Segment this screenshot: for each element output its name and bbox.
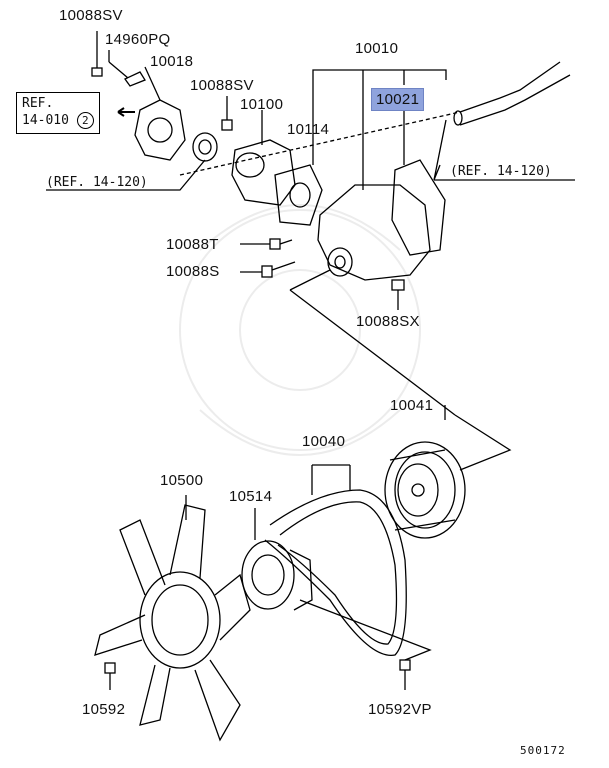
part-label-10500: 10500	[160, 472, 204, 489]
bolt-10592vp	[299, 599, 432, 690]
thermostat-housing-10018	[134, 66, 186, 161]
leader-ref-left	[46, 159, 206, 191]
clip-14960pq	[108, 50, 146, 87]
part-label-10088sv-top: 10088SV	[59, 7, 123, 24]
ref-label-left[interactable]: (REF. 14-120)	[46, 175, 148, 190]
arrow-left-icon	[117, 107, 135, 117]
part-label-10592vp: 10592VP	[368, 701, 432, 718]
leader-ref-right	[433, 119, 447, 181]
bolt-10088s	[240, 261, 296, 278]
ref-box-line2: 14-010	[22, 113, 69, 129]
bracket-10010	[312, 69, 447, 85]
leader-pump-pulley	[289, 269, 456, 416]
part-label-10041: 10041	[390, 397, 434, 414]
part-label-10040: 10040	[302, 433, 346, 450]
bolt-10088sx	[391, 279, 405, 310]
bolt-10088sv-top	[91, 31, 103, 77]
water-pipe	[453, 61, 571, 126]
part-label-10088t: 10088T	[166, 236, 219, 253]
part-label-10021-highlighted[interactable]: 10021	[371, 88, 425, 111]
ref-box-line1: REF.	[22, 96, 54, 111]
bolt-10088sv-mid	[221, 96, 233, 131]
water-pump-10010	[317, 78, 431, 281]
part-label-10592: 10592	[82, 701, 126, 718]
water-fitting-10100	[231, 110, 296, 206]
bolt-10088t	[240, 238, 293, 250]
ref-box-circle-number: 2	[76, 112, 94, 130]
v-belt-10040	[264, 464, 407, 656]
part-label-10010: 10010	[355, 40, 399, 57]
thermostat-valve	[192, 132, 218, 162]
part-label-10018: 10018	[150, 53, 194, 70]
ref-label-right[interactable]: (REF. 14-120)	[450, 164, 552, 179]
fan-clutch-10514	[241, 508, 313, 611]
part-label-10088s: 10088S	[166, 263, 220, 280]
ref-box-14-010[interactable]: REF. 14-010 2	[16, 92, 100, 134]
watermark-emblem	[179, 204, 421, 456]
leader-10041	[454, 414, 512, 471]
gasket-10021	[391, 110, 446, 256]
part-label-14960pq: 14960PQ	[105, 31, 171, 48]
part-label-10088sv-mid: 10088SV	[190, 77, 254, 94]
part-label-10100: 10100	[240, 96, 284, 113]
bolt-10592	[104, 662, 116, 690]
pulley-10041	[384, 441, 466, 539]
diagram-code: 500172	[520, 744, 566, 757]
gasket-10114	[274, 78, 323, 226]
part-label-10514: 10514	[229, 488, 273, 505]
part-label-10114: 10114	[287, 121, 330, 138]
fan-10500	[94, 495, 251, 742]
part-label-10088sx: 10088SX	[356, 313, 420, 330]
